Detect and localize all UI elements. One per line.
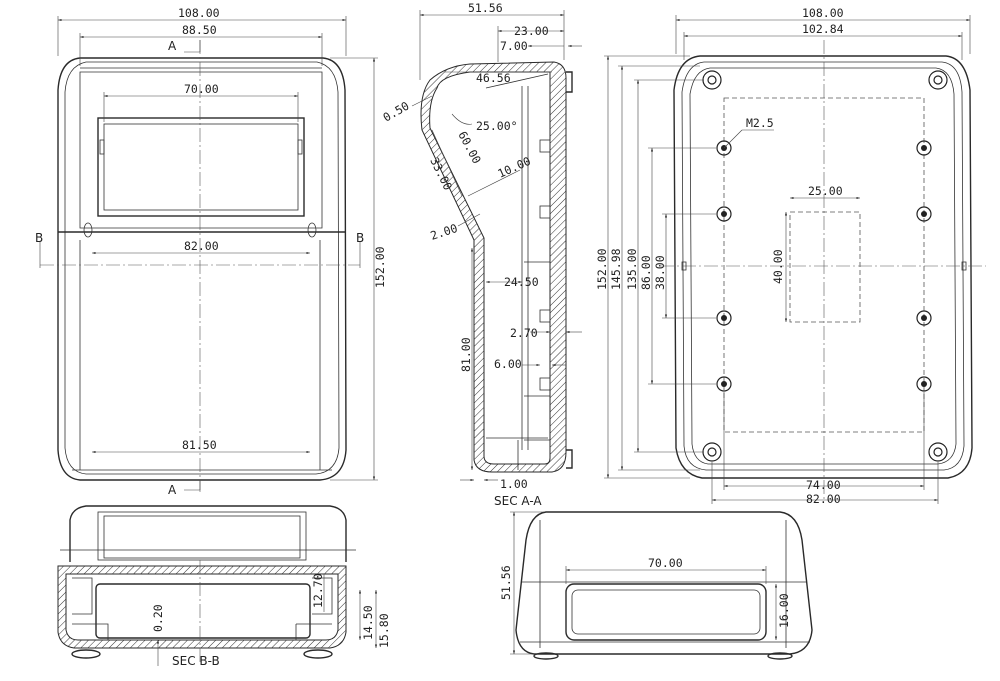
section-b-b: 0.20 12.70 14.50 15.80 SEC B-B [57, 560, 391, 668]
dim-endr-16: 16.00 [777, 593, 791, 628]
dim-back-135: 135.00 [625, 248, 639, 290]
dim-front-mid: 82.00 [184, 239, 219, 253]
back-view: 108.00 102.84 M2.5 25.00 40.00 152.00 14… [595, 6, 986, 506]
dim-back-152: 152.00 [595, 248, 609, 290]
dim-side-050: 0.50 [381, 99, 412, 125]
corner-screw-bl [702, 442, 722, 462]
corner-screw-br [928, 442, 948, 462]
section-a-caption: SEC A-A [494, 494, 542, 508]
dim-side-81: 81.00 [459, 337, 473, 372]
dim-side-depth: 51.56 [468, 1, 503, 15]
dim-bb-1450: 14.50 [361, 605, 375, 640]
dim-back-inner: 102.84 [802, 22, 844, 36]
boss-r1 [916, 140, 932, 156]
dim-front-width: 108.00 [178, 6, 220, 20]
section-a-top: A [168, 39, 177, 53]
dim-back-38: 38.00 [653, 255, 667, 290]
corner-screw-tr [928, 70, 948, 90]
dim-back-86: 86.00 [639, 255, 653, 290]
dim-bb-020: 0.20 [151, 604, 165, 632]
section-a-a: 51.56 23.00 7.00 46.56 0.50 25.00° 60.00… [381, 1, 582, 508]
dim-side-10: 10.00 [496, 154, 533, 181]
dim-back-width: 108.00 [802, 6, 844, 20]
dim-endr-70: 70.00 [648, 556, 683, 570]
side-wall-profile [420, 61, 567, 473]
dim-back-rect-h: 40.00 [771, 249, 785, 284]
end-right-outline [515, 511, 813, 655]
dim-bb-1580: 15.80 [377, 613, 391, 648]
dim-side-slope: 46.56 [476, 71, 511, 85]
end-view-right: 70.00 16.00 51.56 [499, 511, 813, 660]
dim-front-top: 88.50 [182, 23, 217, 37]
section-b-caption: SEC B-B [172, 654, 220, 668]
dim-side-7: 7.00 [500, 39, 528, 53]
display-window [97, 117, 305, 217]
section-a-bottom: A [168, 483, 177, 497]
back-outline [673, 55, 973, 479]
dim-window: 70.00 [184, 82, 219, 96]
dim-back-82: 82.00 [806, 492, 841, 506]
corner-screw-tl [702, 70, 722, 90]
dim-back-14598: 145.98 [609, 248, 623, 290]
boss-l2 [716, 206, 732, 222]
boss-l4 [716, 376, 732, 392]
boss-l3 [716, 310, 732, 326]
boss-r3 [916, 310, 932, 326]
dim-front-bottom: 81.50 [182, 438, 217, 452]
dim-endr-depth: 51.56 [499, 565, 513, 600]
dim-back-screw: M2.5 [746, 116, 774, 130]
dim-side-1: 1.00 [500, 477, 528, 491]
sec-bb-profile [57, 565, 347, 649]
dim-back-74: 74.00 [806, 478, 841, 492]
dim-side-23: 23.00 [514, 24, 549, 38]
boss-r2 [916, 206, 932, 222]
dim-side-60: 60.00 [455, 129, 484, 166]
label-area [789, 211, 861, 323]
dim-side-2: 2.00 [429, 221, 460, 243]
dim-side-6: 6.00 [494, 357, 522, 371]
dim-front-height: 152.00 [373, 246, 387, 288]
front-outline [57, 57, 347, 481]
boss-r4 [916, 376, 932, 392]
section-b-right: B [356, 231, 364, 245]
dim-back-rect-w: 25.00 [808, 184, 843, 198]
dim-bb-1270: 12.70 [311, 573, 325, 608]
end-view-top [60, 505, 356, 562]
front-view: 108.00 88.50 70.00 82.00 81.50 152.00 A … [35, 6, 387, 497]
section-b-left: B [35, 231, 43, 245]
dim-side-angle: 25.00° [476, 119, 518, 133]
dim-side-2450: 24.50 [504, 275, 539, 289]
dim-side-270: 2.70 [510, 326, 538, 340]
end-cutout [565, 583, 767, 641]
